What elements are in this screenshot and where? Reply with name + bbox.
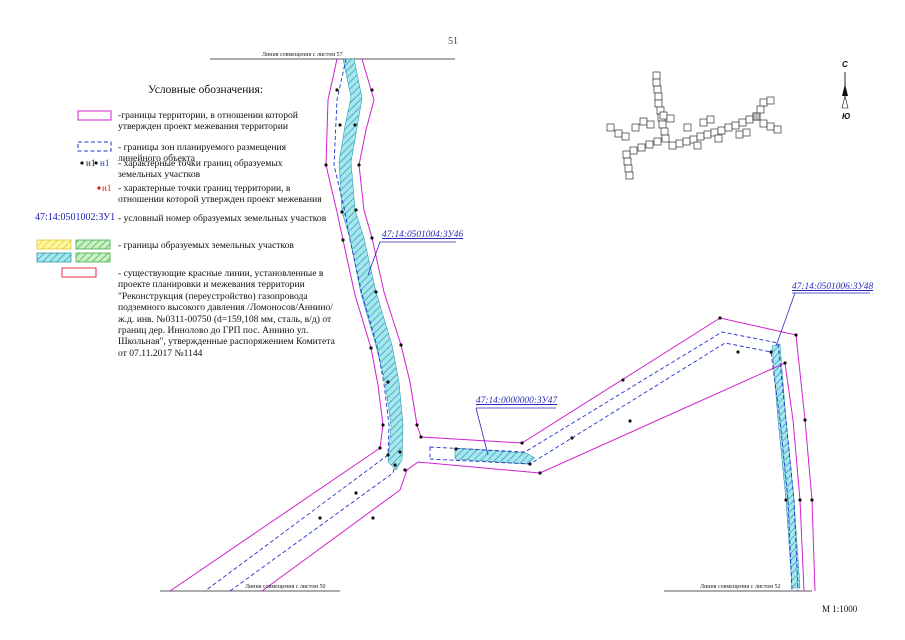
boundary-points bbox=[318, 88, 814, 520]
combine-label-bottom-right: Линия совмещения с листом 52 bbox=[700, 584, 781, 590]
legend-red-lines-swatch bbox=[61, 267, 97, 278]
overview-current-sheet bbox=[752, 112, 761, 121]
legend-lot-green-swatch bbox=[75, 239, 111, 250]
legend-terr-point-icon bbox=[97, 186, 101, 190]
boundary-line bbox=[358, 58, 816, 592]
legend-lot-green2-swatch bbox=[75, 252, 111, 263]
legend-lot-cyan-swatch bbox=[36, 252, 72, 263]
legend-cadastral-sample: 47:14:0501002:ЗУ1 bbox=[35, 212, 116, 223]
parcel-zu46-area bbox=[338, 58, 404, 471]
parcel-label-zu46[interactable]: 47:14:0501004:ЗУ46 bbox=[382, 230, 464, 240]
sheet-overview-map bbox=[606, 71, 782, 180]
parcel-zu47-area bbox=[454, 447, 536, 465]
legend-terr-point-label: н1 bbox=[102, 183, 112, 193]
legend-item-cadastral: - условный номер образуемых земельных уч… bbox=[118, 213, 327, 224]
legend-territory-swatch bbox=[77, 110, 112, 121]
legend-item-zones: - границы зон планируемого размещения ли… bbox=[118, 142, 287, 165]
parcel-label-zu47[interactable]: 47:14:0000000:ЗУ47 bbox=[476, 396, 558, 406]
parcel-label-zu48[interactable]: 47:14:0501006:ЗУ48 bbox=[792, 282, 874, 292]
legend-point-icon bbox=[94, 161, 98, 165]
scale-label: М 1:1000 bbox=[822, 604, 858, 614]
legend-item-terr-points: - характерные точки границ территории, в… bbox=[118, 183, 322, 206]
parcel-zu48-area bbox=[771, 343, 801, 589]
legend-point-icon bbox=[80, 161, 84, 165]
legend-symbols bbox=[36, 110, 112, 278]
combine-label-top: Линия совмещения с листом 57 bbox=[262, 52, 343, 58]
zone-line bbox=[429, 342, 793, 592]
zone-line bbox=[229, 464, 396, 592]
legend-zones-swatch bbox=[77, 141, 112, 152]
zone-line bbox=[429, 331, 799, 592]
legend-item-red-lines: - существующие красные линии, установлен… bbox=[118, 268, 335, 359]
legend-point-label: н1 bbox=[100, 158, 110, 168]
legend-lot-yellow-swatch bbox=[36, 239, 72, 250]
legend-title: Условные обозначения: bbox=[148, 84, 264, 96]
zone-line bbox=[204, 58, 390, 592]
compass-north-label: С bbox=[842, 60, 848, 69]
boundary-line bbox=[169, 58, 384, 592]
compass-south-label: Ю bbox=[842, 112, 851, 121]
page-number: 51 bbox=[448, 36, 458, 47]
legend-item-territory: -границы территории, в отношении которой… bbox=[118, 110, 298, 133]
legend-item-lots: - границы образуемых земельных участков bbox=[118, 240, 294, 251]
combine-label-bottom-left: Линия совмещения с листом 50 bbox=[245, 584, 326, 590]
legend-item-points: - характерные точки границ образуемых зе… bbox=[118, 158, 283, 181]
leader-zu47 bbox=[475, 407, 489, 456]
legend-point-label: н1 bbox=[86, 158, 96, 168]
leader-zu46 bbox=[367, 241, 381, 276]
leader-zu48 bbox=[775, 292, 796, 347]
north-arrow-icon bbox=[841, 72, 849, 109]
